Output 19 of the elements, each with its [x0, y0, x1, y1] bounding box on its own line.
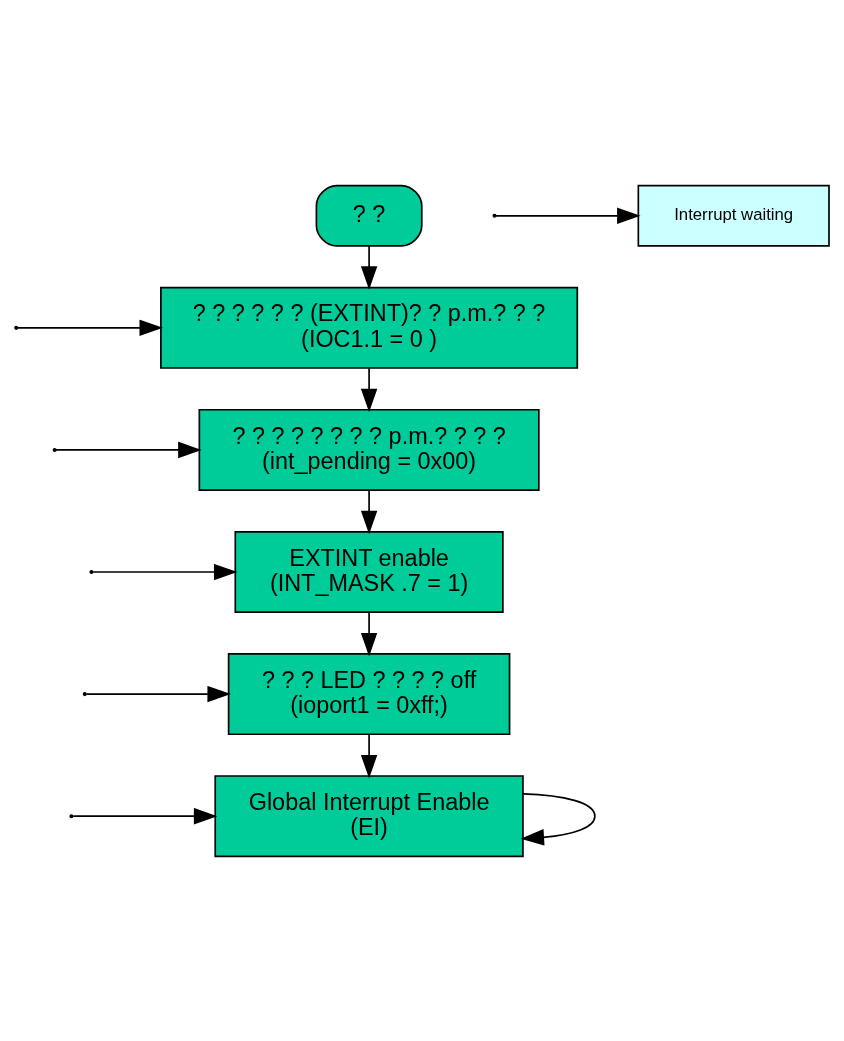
arrow [495, 207, 641, 224]
arrow [72, 807, 218, 824]
arrow [92, 563, 238, 580]
node-box: EXTINT enable (INT_MASK .7 = 1) [234, 530, 504, 613]
node-box: Interrupt waiting [637, 184, 830, 247]
arrow [360, 367, 378, 412]
node-box: Global Interrupt Enable (EI) [214, 774, 524, 857]
arrow [85, 685, 231, 702]
arrow [520, 792, 596, 845]
arrow [16, 319, 163, 336]
node-box: ? ? ? LED ? ? ? ? off (ioport1 = 0xff;) [227, 652, 511, 735]
arrow [360, 244, 378, 290]
arrow [55, 441, 202, 458]
arrow [360, 489, 378, 534]
node-box: ? ? ? ? ? ? (EXTINT)? ? p.m.? ? ? (IOC1.1 = 0 ) [160, 286, 579, 369]
arrow [360, 611, 378, 656]
node-box: ? ? [315, 184, 423, 247]
arrow [360, 733, 378, 778]
node-box: ? ? ? ? ? ? ? ? p.m.? ? ? ? (int_pending = 0x00) [198, 408, 540, 491]
